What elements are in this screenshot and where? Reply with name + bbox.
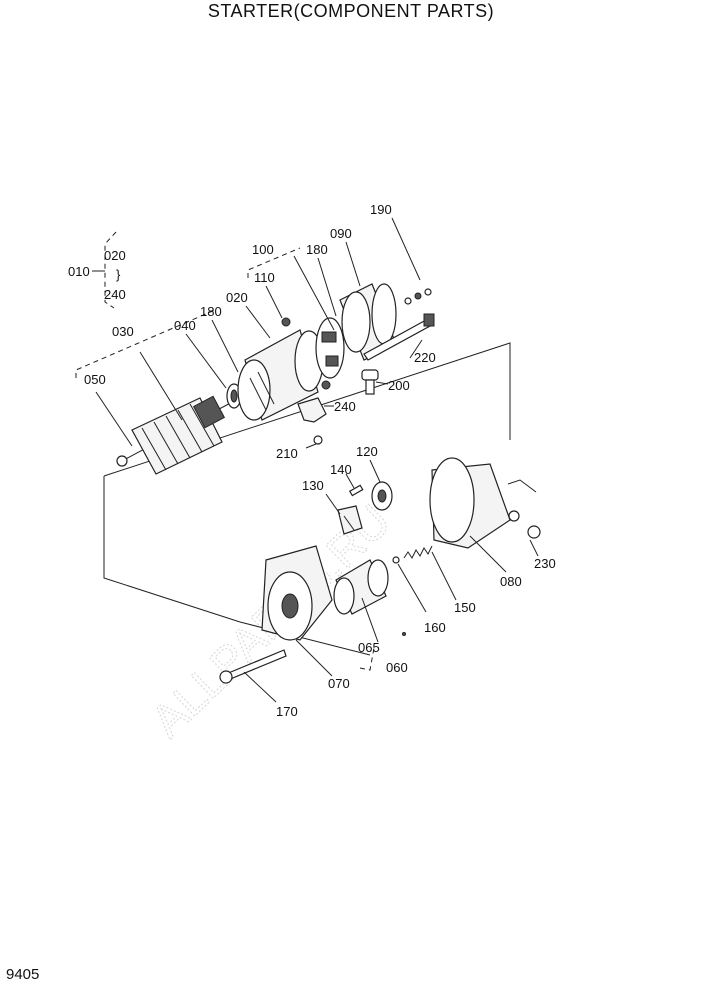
nut-230-part <box>527 525 541 539</box>
ball-part <box>392 556 400 564</box>
rear-cover-part <box>339 283 397 361</box>
callout-240-group: 240 <box>104 287 126 302</box>
pin-part <box>348 484 364 497</box>
assembly-outline-left <box>103 476 241 623</box>
small-screws-part <box>404 288 432 305</box>
callout-060: 060 <box>386 660 408 675</box>
through-bolt-part <box>363 313 435 361</box>
screw-200-part <box>361 369 379 395</box>
assembly-outline-top <box>103 342 511 477</box>
callout-120: 120 <box>356 444 378 459</box>
callout-150: 150 <box>454 600 476 615</box>
group-bracket: 010 020 } 240 <box>68 231 126 309</box>
callout-140: 140 <box>330 462 352 477</box>
callout-130: 130 <box>302 478 324 493</box>
page-number: 9405 <box>6 966 40 983</box>
nut-210-part <box>313 435 323 445</box>
armature-part <box>116 395 237 475</box>
group-line-030 <box>75 309 216 378</box>
callout-180-top: 180 <box>306 242 328 257</box>
callout-220: 220 <box>414 350 436 365</box>
leader-lines <box>95 217 539 703</box>
page-title: STARTER(COMPONENT PARTS) <box>207 1 495 21</box>
pinion-gear-part <box>371 481 393 511</box>
lever-part <box>297 397 327 423</box>
callout-160: 160 <box>424 620 446 635</box>
group-line-060 <box>359 647 375 671</box>
callout-labels: 190 100 180 090 110 020 180 040 030 050 … <box>84 202 556 719</box>
magnetic-switch-part <box>429 457 537 549</box>
callout-050: 050 <box>84 372 106 387</box>
front-bracket-part <box>261 545 333 641</box>
callout-230: 230 <box>534 556 556 571</box>
overrunning-clutch-part <box>333 559 389 615</box>
callout-180-left: 180 <box>200 304 222 319</box>
callout-070: 070 <box>328 676 350 691</box>
callout-040: 040 <box>174 318 196 333</box>
group-line-100 <box>247 247 301 278</box>
callout-110: 110 <box>254 270 275 285</box>
callout-020: 020 <box>226 290 248 305</box>
callout-020-group: 020 <box>104 248 126 263</box>
spring-part <box>403 545 433 559</box>
callout-210: 210 <box>276 446 298 461</box>
group-range-mark: } <box>116 267 121 282</box>
callout-240: 240 <box>334 399 356 414</box>
callout-100: 100 <box>252 242 274 257</box>
shaft-part <box>337 505 363 535</box>
callout-190: 190 <box>370 202 392 217</box>
callout-200: 200 <box>388 378 410 393</box>
callout-090: 090 <box>330 226 352 241</box>
brush-holder-part <box>281 317 345 390</box>
callout-010: 010 <box>68 264 90 279</box>
bolt-part <box>219 649 287 684</box>
callout-065: 065 <box>358 640 380 655</box>
callout-080: 080 <box>500 574 522 589</box>
callout-170: 170 <box>276 704 298 719</box>
callout-030: 030 <box>112 324 134 339</box>
